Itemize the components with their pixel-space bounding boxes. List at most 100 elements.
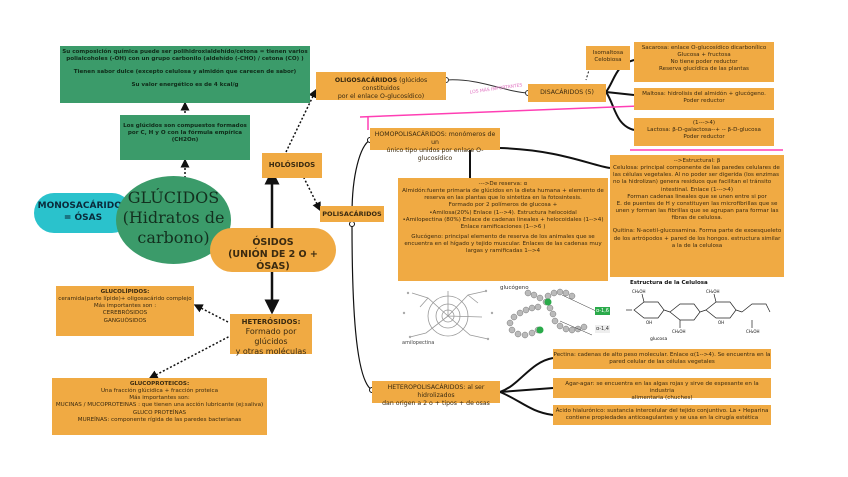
disacaridos-node: DISACÁRIDOS (5): [528, 84, 606, 102]
oligosacaridos-title: OLIGOSACÁRIDOS: [334, 77, 398, 84]
composition-box: Su composición química puede ser polihid…: [60, 46, 310, 103]
heterosidos-line-3: y otras moléculas: [235, 347, 307, 357]
reserva-alpha-box: --->De reserva: α Almidón:fuente primari…: [398, 178, 608, 281]
beta-line-2: Celulosa: principal componente de las pa…: [613, 165, 780, 172]
beta-line-12: a la de la celulosa: [671, 242, 723, 249]
heterosidos-line-2: Formado por glúcidos: [245, 326, 297, 347]
beta-line-3: las células vegetales. Al no poder ser d…: [613, 172, 780, 179]
homopolisacaridos-line-2: único tipo unidos por enlace O-glucosídi…: [386, 146, 484, 162]
alpha-line-3: reserva en las plantas que lo sintetiza …: [424, 195, 582, 202]
hialuronico-line-1: Ácido hialurónico: sustancia intercelula…: [555, 408, 769, 414]
glucidos-title-3: carbono): [137, 228, 210, 247]
estructural-beta-box: -->Estructural: β Celulosa: principal co…: [610, 155, 784, 277]
sacarosa-line-2: Glucosa + fructosa: [677, 52, 731, 59]
isomaltosa-box: Isomaltosa Celobiosa: [586, 46, 630, 70]
glucolipidos-title: GLUCOLÍPIDOS:: [100, 289, 150, 295]
glucidos-title-1: GLÚCIDOS: [127, 188, 220, 207]
glucogeno-drawing: [506, 288, 597, 339]
agar-line-2: alimentaria (chuches): [631, 395, 693, 402]
oligosacaridos-line-2: por el enlace O-glucosídico): [337, 92, 425, 100]
ch2oh-label-2: CH₂OH: [706, 289, 720, 294]
formula-line-1: Los glúcidos son compuestos formados: [123, 123, 247, 129]
composition-line-4: Su valor energético es de 4 kcal/g: [131, 82, 239, 89]
heterosidos-title: HETERÓSIDOS:: [241, 318, 301, 326]
monosacaridos-node: MONOSACÁRIDOS = ÓSAS: [34, 193, 132, 233]
glucolipidos-line-1: ceramida(parte lípide)+ oligosacárido co…: [58, 296, 192, 303]
heteropolisacaridos-line-1: HETEROPOLISACÁRIDOS: al ser hidrolizados: [387, 384, 485, 399]
formula-line-3: (CH2On): [171, 137, 199, 144]
monosacaridos-label-2: = ÓSAS: [63, 212, 103, 223]
alpha-line-10: largas y ramificadas 1-->4: [465, 248, 541, 255]
alpha-line-1: --->De reserva: α: [478, 181, 528, 187]
heteropolisacaridos-node: HETEROPOLISACÁRIDOS: al ser hidrolizados…: [372, 381, 500, 407]
glucolipidos-line-3: CEREBRÓSIDOS: [102, 310, 148, 317]
alpha-1-6-label: α-1,6: [594, 307, 610, 316]
alpha-line-2: Almidón:fuente primaria de glúcidos en l…: [402, 188, 604, 195]
maltosa-line-2: Poder reductor: [683, 98, 725, 105]
glucolipidos-line-2: Más importantes son :: [93, 303, 157, 310]
glucoproteicos-line-1: Una fracción glúcidica + fracción protei…: [100, 388, 219, 395]
sacarosa-box: Sacarosa: enlace O-glucosídico dicarboní…: [634, 42, 774, 82]
composition-line-1: Su composición química puede ser polihid…: [62, 49, 308, 55]
glucoproteicos-line-3: MUCINAS / MUCOPROTEINAS : que tienen una…: [55, 402, 264, 409]
osidos-node: ÓSIDOS (UNIÓN DE 2 O + ÓSAS): [210, 228, 336, 272]
beta-line-4: no la hidrolizan) genera residuos que fa…: [613, 179, 772, 186]
amilopectina-image: amilopectina: [398, 283, 498, 349]
sacarosa-line-4: Reserva glucídica de las plantas: [659, 66, 749, 73]
celobiosa-label: Celobiosa: [594, 57, 622, 64]
alpha-line-8: Glucógeno: principal elemento de reserva…: [411, 234, 595, 241]
lactosa-line-0: (1--->4): [692, 120, 716, 126]
composition-line-3: Tienen sabor dulce (excepto celulosa y a…: [73, 69, 297, 76]
oh-label-1: OH: [646, 320, 653, 325]
beta-line-6: Forman cadenas lineales que se unen entr…: [627, 193, 767, 200]
hialuronico-line-2: contiene propiedades anticoagulantes y s…: [565, 415, 759, 422]
disacaridos-label: DISACÁRIDOS (5): [540, 89, 594, 96]
homopolisacaridos-line-1: HOMOPOLISACÁRIDOS: monómeros de un: [374, 131, 496, 146]
maltosa-line-1: Maltosa: hidrolisis del almidón + glucóg…: [642, 91, 766, 97]
alpha-line-4: Formado por 2 polímeros de glucosa +: [448, 202, 558, 209]
ch2oh-label-3: CH₂OH: [672, 329, 686, 334]
beta-line-11: de los artrópodos + pared de los hongos.…: [613, 235, 781, 242]
oligosacaridos-desc: (glúcidos constituidos: [362, 77, 428, 92]
beta-line-8: unen y forman las fibrillas que se agrup…: [615, 208, 779, 215]
beta-line-5: intestinal. Enlace (1--->4): [660, 186, 734, 193]
beta-line-9: fibras de celulosa.: [671, 215, 723, 222]
lactosa-line-2: Poder reductor: [683, 134, 725, 141]
amilopectina-drawing: [402, 289, 494, 341]
celulosa-structure-title: Estructura de la Celulosa: [630, 280, 708, 286]
agar-line-1: Agar-agar: se encuentra en las algas roj…: [565, 381, 759, 395]
glucogeno-label: glucógeno: [500, 285, 529, 291]
maltosa-box: Maltosa: hidrolisis del almidón + glucóg…: [634, 88, 774, 110]
beta-line-10: Quitina: N-acetil-glucosamina. Forma par…: [612, 228, 782, 235]
amilopectina-label: amilopectina: [402, 339, 435, 346]
pectina-line-1: Pectina: cadenas de alto peso molecular.…: [553, 352, 771, 358]
beta-line-1: -->Estructural: β: [673, 158, 721, 164]
glucoproteicos-line-4: GLUCO PROTEÍNAS: [132, 409, 187, 416]
glucosa-label: glucosa: [650, 337, 668, 342]
osidos-label-2: (UNIÓN DE 2 O + ÓSAS): [228, 249, 318, 273]
lactosa-box: (1--->4) Lactosa: β-D-galactosa--+ -- β-…: [634, 118, 774, 146]
ch2oh-label-4: CH₂OH: [746, 329, 760, 334]
ch2oh-label-1: CH₂OH: [632, 289, 646, 294]
glucolipidos-line-4: GANGUÓSIDOS: [103, 317, 147, 324]
formula-box: Los glúcidos son compuestos formados por…: [120, 115, 250, 160]
heterosidos-node: HETERÓSIDOS: Formado por glúcidos y otra…: [230, 314, 312, 357]
oh-label-2: OH: [718, 320, 725, 325]
polisacaridos-label: POLISACÁRIDOS: [322, 210, 382, 218]
lactosa-line-1: Lactosa: β-D-galactosa--+ -- β-D-glucosa: [647, 127, 761, 134]
glucogeno-image: glucógeno α-1,6 α-1,4: [500, 283, 612, 349]
glucoproteicos-line-5: MUREÍNAS: componente rígida de las pared…: [77, 416, 242, 423]
holosidos-label: HOLÓSIDOS: [268, 161, 316, 169]
osidos-label-1: ÓSIDOS: [252, 237, 294, 248]
monosacaridos-label-1: MONOSACÁRIDOS: [37, 201, 129, 211]
glucidos-title-2: (Hidratos de: [122, 208, 225, 227]
homopolisacaridos-node: HOMOPOLISACÁRIDOS: monómeros de un único…: [370, 128, 500, 162]
agar-box: Agar-agar: se encuentra en las algas roj…: [553, 378, 771, 401]
alpha-line-6: •Amilopectina (80%) Enlace de cadenas li…: [402, 216, 604, 223]
alpha-line-5: •Amilosa(20%) Enlace (1-->4). Estructura…: [429, 209, 577, 216]
glucoproteicos-title: GLUCOPROTEICOS:: [129, 381, 190, 387]
hialuronico-box: Ácido hialurónico: sustancia intercelula…: [553, 405, 771, 425]
sacarosa-line-1: Sacarosa: enlace O-glucosídico dicarboní…: [641, 45, 767, 51]
glucolipidos-box: GLUCOLÍPIDOS: ceramida(parte lípide)+ ol…: [56, 286, 194, 336]
